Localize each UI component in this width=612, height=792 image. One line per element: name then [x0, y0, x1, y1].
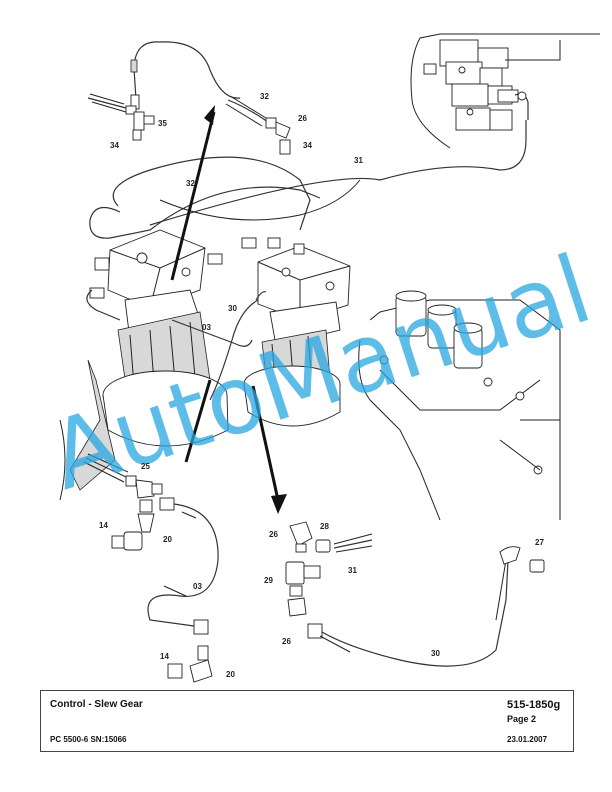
- callout-20: 20: [163, 535, 172, 544]
- callout-35: 35: [158, 119, 167, 128]
- callout-30: 30: [228, 304, 237, 313]
- valve-block-inset: [410, 33, 600, 149]
- callout-20: 20: [226, 670, 235, 679]
- machine-model: PC 5500-6 SN:15066: [50, 735, 127, 744]
- callout-26: 26: [282, 637, 291, 646]
- hose-assembly-lower-left: [83, 453, 219, 683]
- callout-29: 29: [264, 576, 273, 585]
- callout-34: 34: [110, 141, 119, 150]
- document-title: Control - Slew Gear: [50, 699, 143, 710]
- callout-32: 32: [186, 179, 195, 188]
- callout-25: 25: [141, 462, 150, 471]
- page-number: Page 2: [507, 714, 537, 724]
- callout-14: 14: [99, 521, 108, 530]
- callout-14: 14: [160, 652, 169, 661]
- hose-assembly-lower-right: [285, 521, 545, 667]
- callout-03: 03: [202, 323, 211, 332]
- gearbox-housing: [358, 290, 561, 521]
- callout-28: 28: [320, 522, 329, 531]
- callout-31: 31: [348, 566, 357, 575]
- leader-pointers: [170, 105, 287, 514]
- callout-31: 31: [354, 156, 363, 165]
- callout-27: 27: [535, 538, 544, 547]
- callout-34: 34: [303, 141, 312, 150]
- slew-motor-right: [171, 237, 351, 427]
- callout-03: 03: [193, 582, 202, 591]
- hose-assembly-upper: [87, 41, 527, 239]
- callout-26: 26: [269, 530, 278, 539]
- document-number: 515-1850g: [507, 699, 561, 711]
- callout-labels: 32 35 34 26 34 31 32 30 03 25 14 20 03 1…: [99, 92, 544, 679]
- callout-30: 30: [431, 649, 440, 658]
- document-date: 23.01.2007: [507, 735, 548, 744]
- title-block: Control - Slew Gear 515-1850g Page 2 PC …: [40, 690, 574, 752]
- callout-26: 26: [298, 114, 307, 123]
- callout-32: 32: [260, 92, 269, 101]
